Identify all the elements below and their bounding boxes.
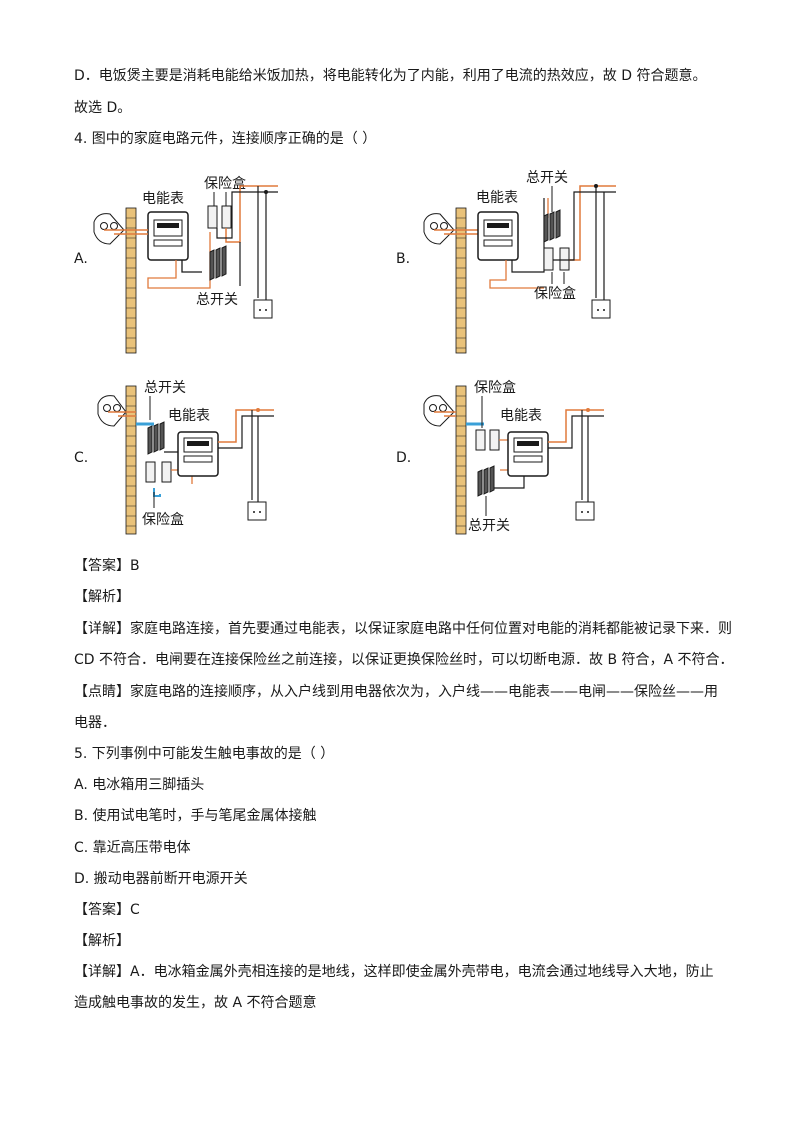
- switch-icon: [543, 209, 561, 243]
- switch-icon: [209, 245, 227, 281]
- meter-icon: [147, 211, 189, 261]
- wall-brick: [125, 385, 137, 535]
- detail-4-line-2: CD 不符合．电闸要在连接保险丝之前连接，以保证更换保险丝时，可以切断电源．故 …: [74, 652, 734, 668]
- option-a-label: A.: [74, 251, 88, 267]
- insulator-icon: [93, 213, 125, 245]
- option-d-explanation: D．电饭煲主要是消耗电能给米饭加热，将电能转化为了内能，利用了电流的热效应，故 …: [74, 68, 707, 84]
- meter-label: 电能表: [476, 190, 518, 206]
- answer-5: 【答案】C: [74, 902, 140, 918]
- insulator-icon: [423, 213, 455, 245]
- figure-c: 总开关 保险盒 电能表: [96, 376, 296, 536]
- figure-a: 电能表 保险盒 总开关: [90, 168, 290, 354]
- wall-brick: [455, 385, 467, 535]
- fuse-label: 保险盒: [474, 379, 516, 396]
- socket-icon: [247, 501, 267, 521]
- fuse-box-icon: [475, 429, 500, 451]
- option-b-label: B.: [396, 251, 411, 267]
- wall-brick: [455, 207, 467, 354]
- tip-4-line-2: 电器．: [74, 715, 116, 731]
- switch-icon: [147, 421, 165, 455]
- switch-label: 总开关: [144, 380, 186, 396]
- switch-label: 总开关: [526, 170, 568, 186]
- choice-conclusion: 故选 D。: [74, 100, 132, 116]
- meter-label: 电能表: [500, 408, 542, 424]
- question-5-option-d: D. 搬动电器前断开电源开关: [74, 871, 248, 887]
- switch-icon: [477, 465, 495, 497]
- option-d-label: D.: [396, 450, 412, 466]
- meter-icon: [177, 431, 219, 477]
- fuse-label: 保险盒: [204, 175, 246, 192]
- detail-5-line-1: 【详解】A．电冰箱金属外壳相连接的是地线，这样即使金属外壳带电，电流会通过地线导…: [74, 964, 714, 980]
- detail-5-line-2: 造成触电事故的发生，故 A 不符合题意: [74, 995, 317, 1011]
- switch-label: 总开关: [196, 292, 238, 308]
- fuse-label: 保险盒: [142, 511, 184, 528]
- switch-label: 总开关: [468, 518, 510, 534]
- meter-icon: [477, 211, 519, 261]
- analysis-5-heading: 【解析】: [74, 933, 130, 949]
- question-5-option-c: C. 靠近高压带电体: [74, 840, 191, 856]
- fuse-box-icon: [543, 247, 570, 271]
- fuse-box-icon: [145, 461, 172, 483]
- meter-label: 电能表: [142, 191, 184, 207]
- socket-icon: [253, 299, 273, 319]
- answer-4: 【答案】B: [74, 558, 140, 574]
- meter-icon: [507, 431, 549, 477]
- fuse-box-icon: [207, 205, 232, 229]
- detail-4-line-1: 【详解】家庭电路连接，首先要通过电能表，以保证家庭电路中任何位置对电能的消耗都能…: [74, 621, 732, 637]
- fuse-label: 保险盒: [534, 285, 576, 302]
- tip-4-line-1: 【点睛】家庭电路的连接顺序，从入户线到用电器依次为，入户线——电能表——电闸——…: [74, 684, 718, 700]
- question-5-stem: 5. 下列事例中可能发生触电事故的是（ ）: [74, 746, 335, 762]
- analysis-4-heading: 【解析】: [74, 589, 130, 605]
- figure-b: 电能表 总开关 保险盒: [420, 168, 630, 354]
- socket-icon: [591, 299, 611, 319]
- insulator-icon: [97, 395, 127, 427]
- socket-icon: [575, 501, 595, 521]
- meter-label: 电能表: [168, 408, 210, 424]
- question-5-option-b: B. 使用试电笔时，手与笔尾金属体接触: [74, 808, 317, 824]
- option-c-label: C.: [74, 450, 89, 466]
- insulator-icon: [423, 395, 455, 427]
- figure-d: 保险盒 总开关 电能表: [420, 376, 630, 536]
- question-5-option-a: A. 电冰箱用三脚插头: [74, 777, 205, 793]
- wall-brick: [125, 207, 137, 354]
- question-4-stem: 4. 图中的家庭电路元件，连接顺序正确的是（ ）: [74, 131, 377, 147]
